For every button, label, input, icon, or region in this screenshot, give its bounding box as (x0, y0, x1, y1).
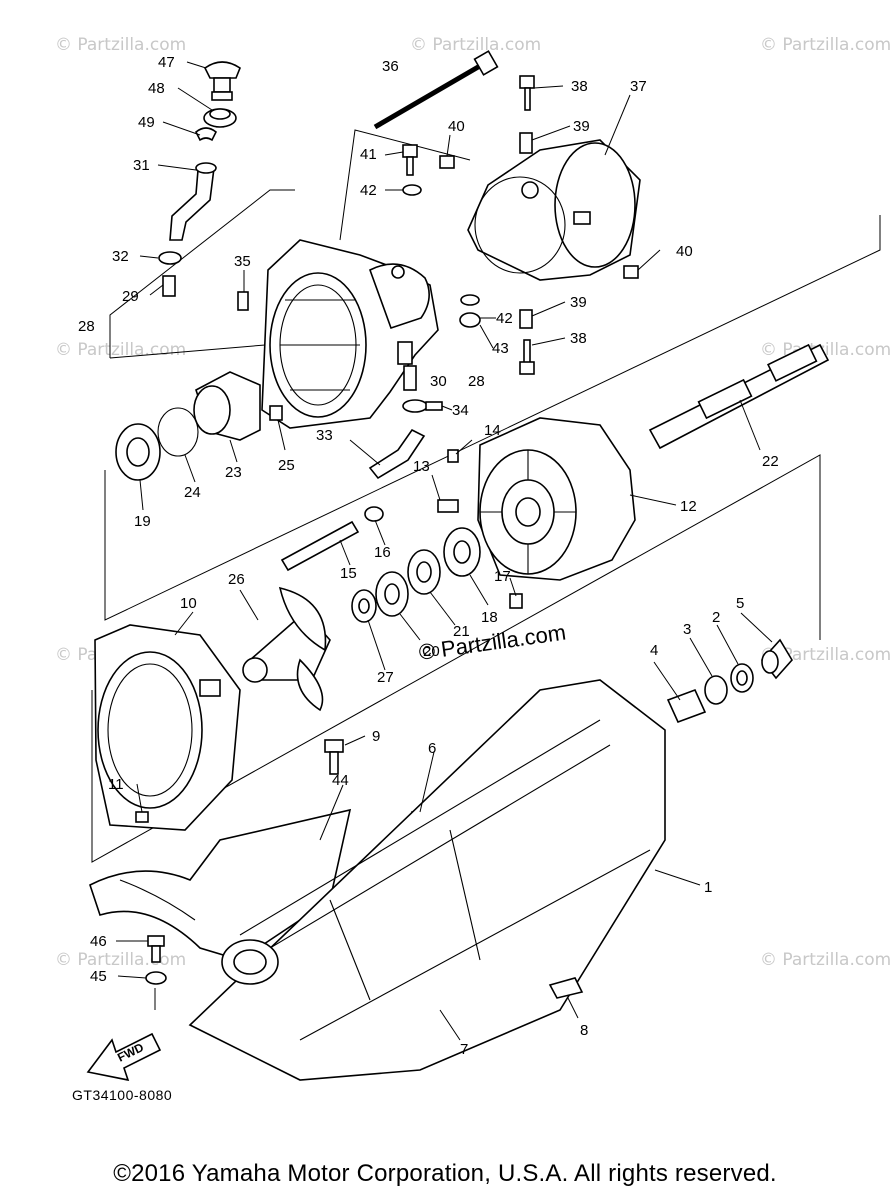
callout-26: 26 (228, 571, 245, 588)
callout-22: 22 (762, 453, 779, 470)
callout-31: 31 (133, 157, 150, 174)
callout-17: 17 (494, 568, 511, 585)
copyright-notice: ©2016 Yamaha Motor Corporation, U.S.A. A… (113, 1160, 777, 1187)
callout-42-bottom: 42 (496, 310, 513, 327)
callout-28: 28 (78, 318, 95, 335)
callout-32: 32 (112, 248, 129, 265)
callout-41: 41 (360, 146, 377, 163)
parts-30-34 (402, 365, 443, 413)
parts-2-5 (666, 638, 793, 724)
callout-4: 4 (650, 642, 658, 659)
callout-9: 9 (372, 728, 380, 745)
svg-text:© Partzilla.com: © Partzilla.com (410, 35, 541, 55)
callout-47: 47 (158, 54, 175, 71)
exploded-parts-diagram: © Partzilla.com © Partzilla.com © Partzi… (55, 35, 890, 1082)
callout-3: 3 (683, 621, 691, 638)
svg-text:© Partzilla.com: © Partzilla.com (55, 35, 186, 55)
part-26-impeller (242, 586, 331, 712)
part-33-hose (368, 428, 426, 480)
callout-15: 15 (340, 565, 357, 582)
callout-8: 8 (580, 1022, 588, 1039)
callout-6: 6 (428, 740, 436, 757)
callout-30: 30 (430, 373, 447, 390)
part-12-pump-housing (477, 417, 636, 581)
callout-43: 43 (492, 340, 509, 357)
callout-19: 19 (134, 513, 151, 530)
callout-1: 1 (704, 879, 712, 896)
part-31-hose (169, 162, 217, 241)
callout-46: 46 (90, 933, 107, 950)
part-35-pin (237, 291, 249, 311)
callout-40-top: 40 (448, 118, 465, 135)
part-8 (548, 977, 584, 999)
callout-38-top: 38 (571, 78, 588, 95)
part-36-bolt (373, 50, 499, 130)
callout-38-bottom: 38 (570, 330, 587, 347)
svg-text:© Partzilla.com: © Partzilla.com (55, 950, 186, 970)
callout-20: 20 (423, 643, 440, 660)
callout-labels: 47 48 49 31 32 29 28 35 36 38 37 39 40 4… (78, 54, 779, 1058)
callout-33: 33 (316, 427, 333, 444)
callout-7: 7 (460, 1041, 468, 1058)
callout-48: 48 (148, 80, 165, 97)
callout-11: 11 (108, 776, 124, 793)
part-10-nozzle (94, 624, 241, 831)
callout-39-top: 39 (573, 118, 590, 135)
callout-36: 36 (382, 58, 399, 75)
leader-lines (116, 61, 773, 1041)
callout-42-top: 42 (360, 182, 377, 199)
callout-49: 49 (138, 114, 155, 131)
svg-text:© Partzilla.com: © Partzilla.com (55, 340, 186, 360)
callout-39-bottom: 39 (570, 294, 587, 311)
intake-housing (261, 239, 439, 429)
center-watermark: © Partzilla.com (417, 620, 567, 665)
drawing-code: GT34100-8080 (72, 1087, 173, 1103)
svg-text:© Partzilla.com: © Partzilla.com (760, 35, 890, 55)
callout-14: 14 (484, 422, 501, 439)
callout-27: 27 (377, 669, 394, 686)
callout-45: 45 (90, 968, 107, 985)
callout-25: 25 (278, 457, 295, 474)
parts-32-29 (158, 251, 182, 297)
group-outlines (91, 129, 881, 863)
bearings (351, 527, 481, 623)
callout-28-right: 28 (468, 373, 485, 390)
callout-23: 23 (225, 464, 242, 481)
callout-13: 13 (413, 458, 430, 475)
callout-37: 37 (630, 78, 647, 95)
part-1-pump-chamber (188, 679, 666, 1081)
part-22-shaft (648, 343, 830, 450)
callout-29: 29 (122, 288, 139, 305)
callout-12: 12 (680, 498, 697, 515)
fwd-arrow: FWD (86, 1032, 162, 1082)
callout-2: 2 (712, 609, 720, 626)
callout-21: 21 (453, 623, 470, 640)
callout-34: 34 (452, 402, 469, 419)
svg-text:© Partzilla.com: © Partzilla.com (760, 950, 890, 970)
callout-40-right: 40 (676, 243, 693, 260)
callout-5: 5 (736, 595, 744, 612)
callout-24: 24 (184, 484, 201, 501)
part-37-housing (467, 139, 641, 281)
callout-10: 10 (180, 595, 197, 612)
parts-19-25 (115, 371, 283, 481)
callout-44: 44 (332, 772, 349, 789)
parts-13-17 (280, 449, 523, 609)
parts-45-46 (145, 935, 167, 985)
parts-47-49 (194, 61, 241, 142)
callout-18: 18 (481, 609, 498, 626)
callout-35: 35 (234, 253, 251, 270)
callout-16: 16 (374, 544, 391, 561)
